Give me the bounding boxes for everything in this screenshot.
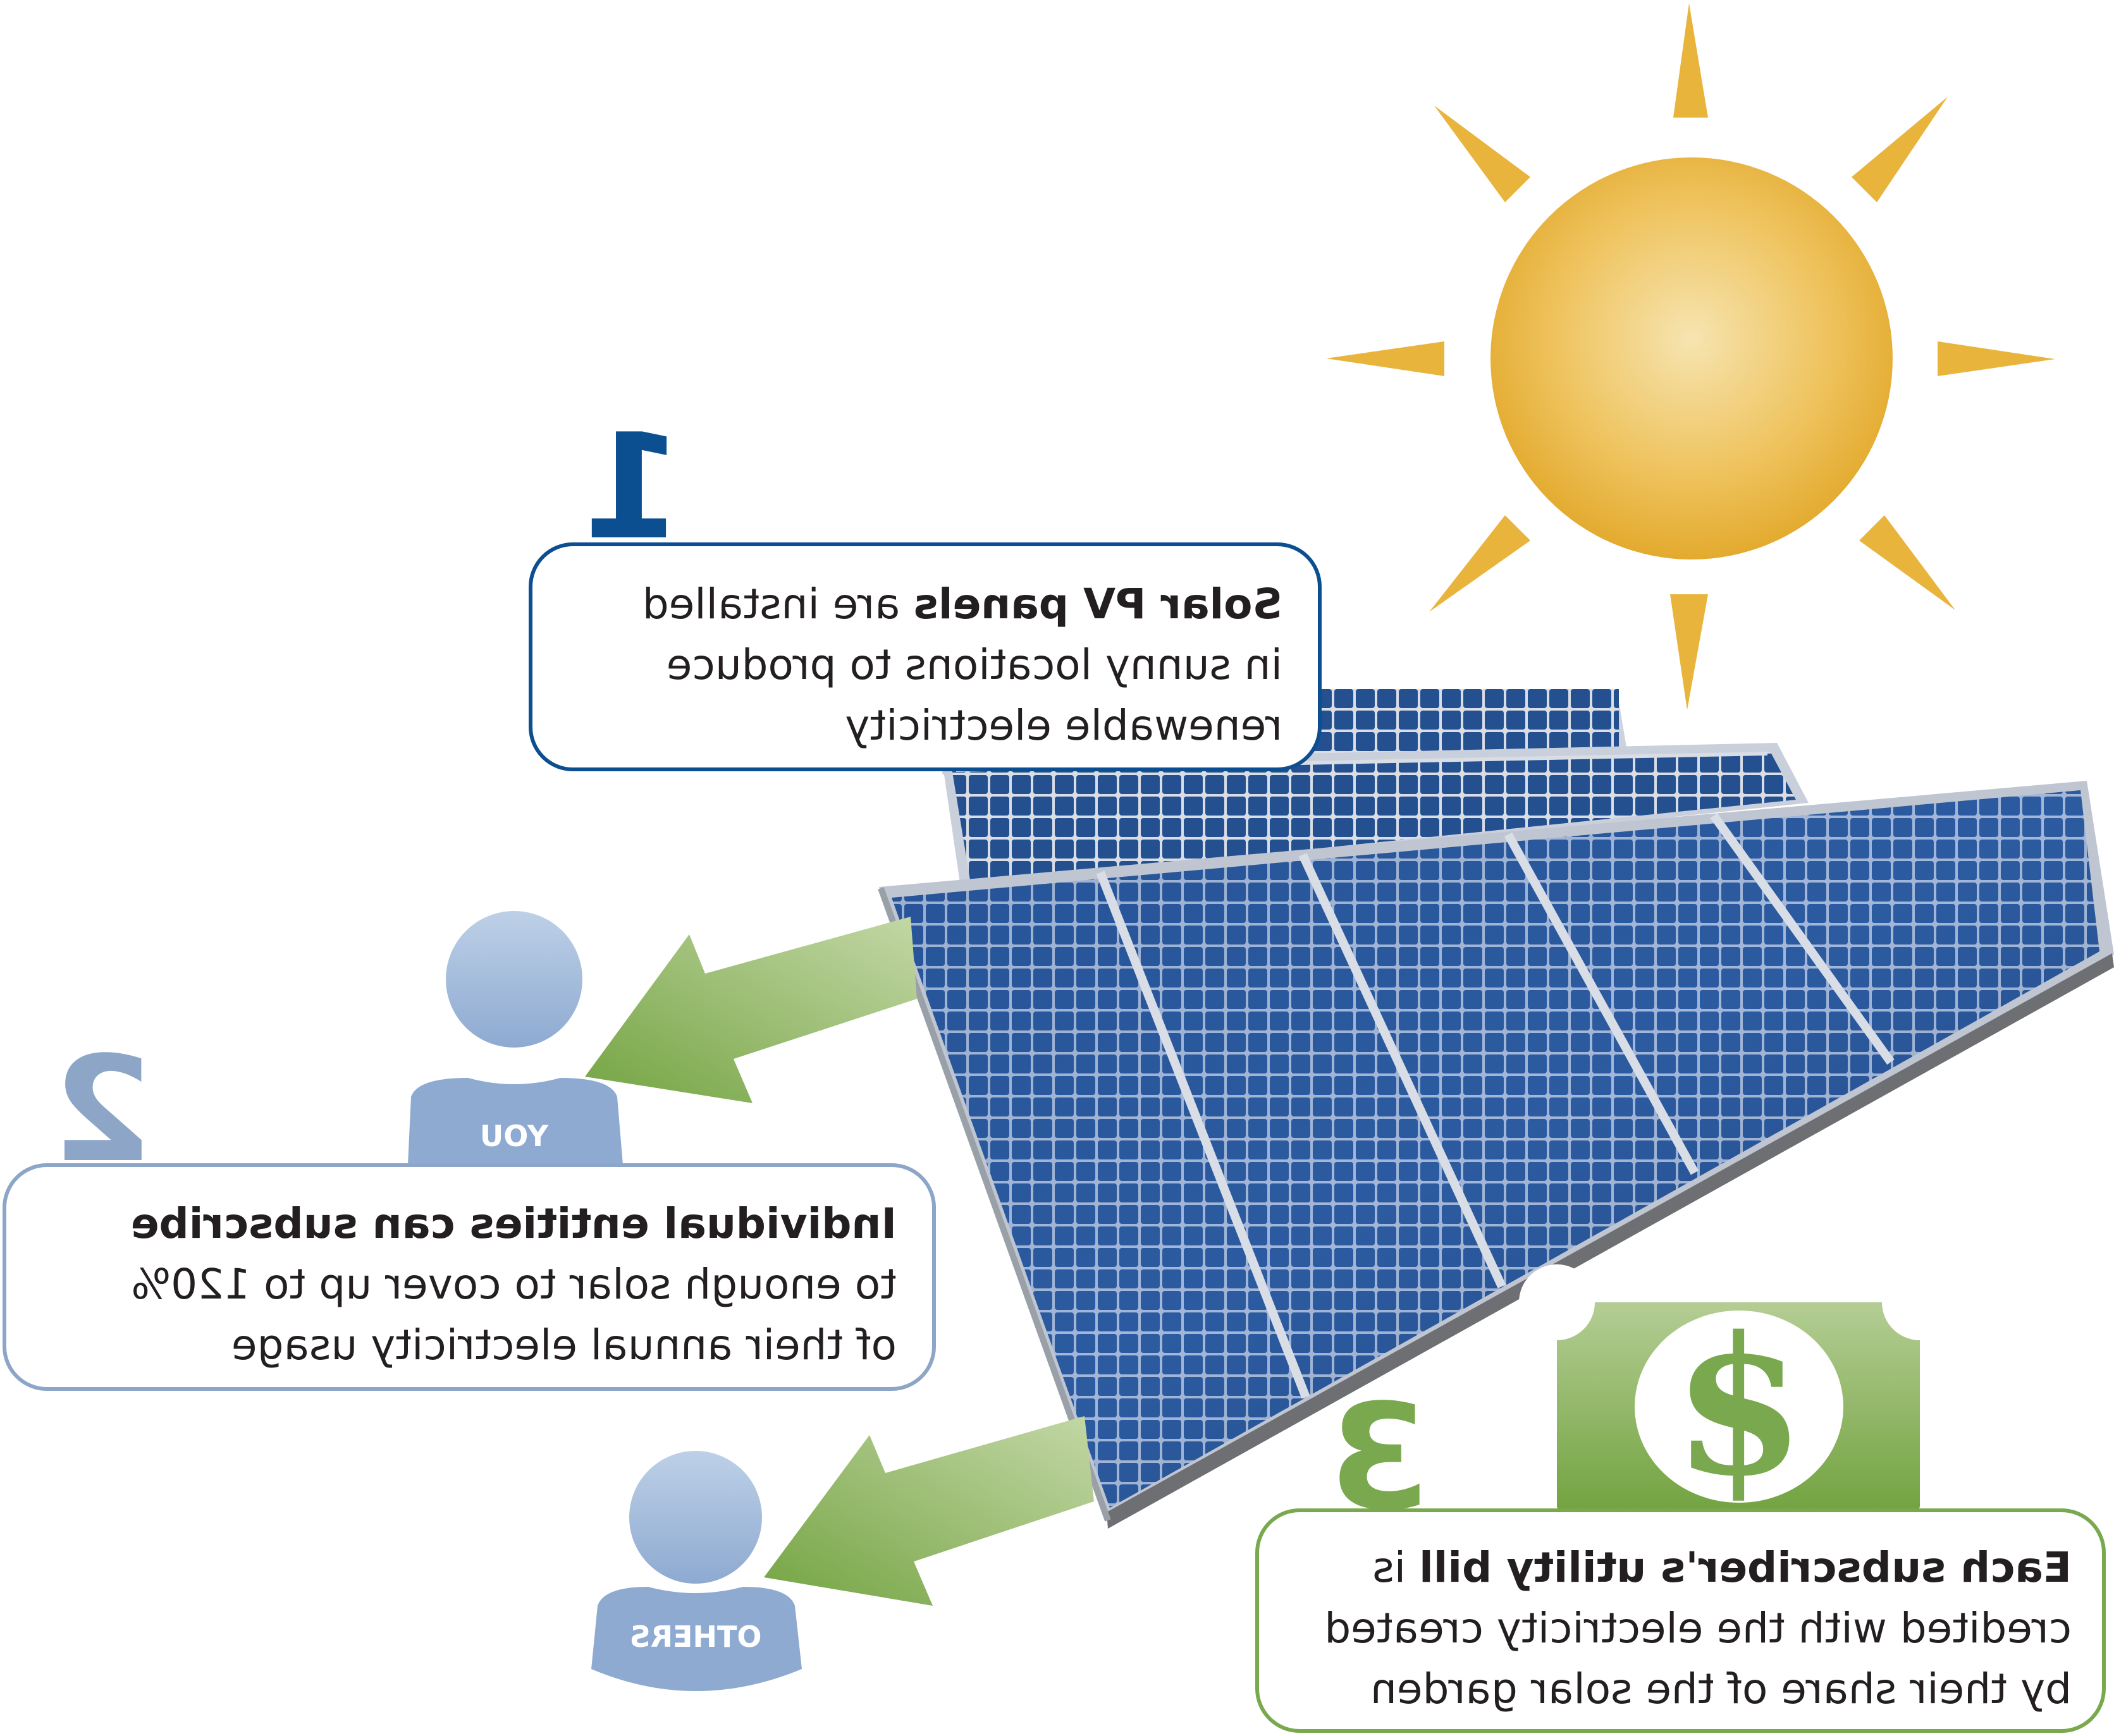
step-1-bold: Solar PV panels: [913, 580, 1282, 628]
step-2-line2: to enough solar to cover up to 120%: [131, 1260, 897, 1309]
person-icon: [408, 911, 623, 1164]
step-3-bold: Each subscriber's utility bill: [1419, 1543, 2072, 1592]
arrow-icon: [585, 917, 1094, 1606]
dollar-bill-icon: $: [1519, 1264, 1958, 1518]
step-1-line2: in sunny locations to produce: [666, 640, 1282, 689]
step-3-text: Each subscriber's utility bill is credit…: [1289, 1537, 2072, 1720]
person-icon: [591, 1451, 802, 1691]
step-3-line2: credited with the electricity created: [1324, 1604, 2072, 1653]
step-2-text: Individual entities can subscribe to eno…: [42, 1194, 897, 1376]
step-3-callout: Each subscriber's utility bill is credit…: [1255, 1508, 2106, 1733]
step-1-line3: renewable electricity: [845, 701, 1282, 750]
step-3-line1: is: [1372, 1543, 1420, 1592]
step-2-bold: Individual entities can subscribe: [130, 1199, 897, 1248]
step-2-line3: of their annual electricity usage: [231, 1321, 897, 1369]
step-1-line1: are installed: [642, 580, 914, 628]
you-label: YOU: [480, 1119, 549, 1153]
step-3-line3: by their share of the solar garden: [1370, 1665, 2072, 1713]
dollar-sign-icon: $: [1673, 1295, 1805, 1518]
solar-panel-icon: [878, 686, 2114, 1529]
sun-icon: [1326, 3, 2055, 710]
step-1-callout: Solar PV panels are installed in sunny l…: [529, 542, 1322, 771]
step-2-callout: Individual entities can subscribe to eno…: [3, 1163, 936, 1391]
step-1-text: Solar PV panels are installed in sunny l…: [568, 574, 1282, 756]
others-label: OTHERS: [630, 1620, 762, 1654]
